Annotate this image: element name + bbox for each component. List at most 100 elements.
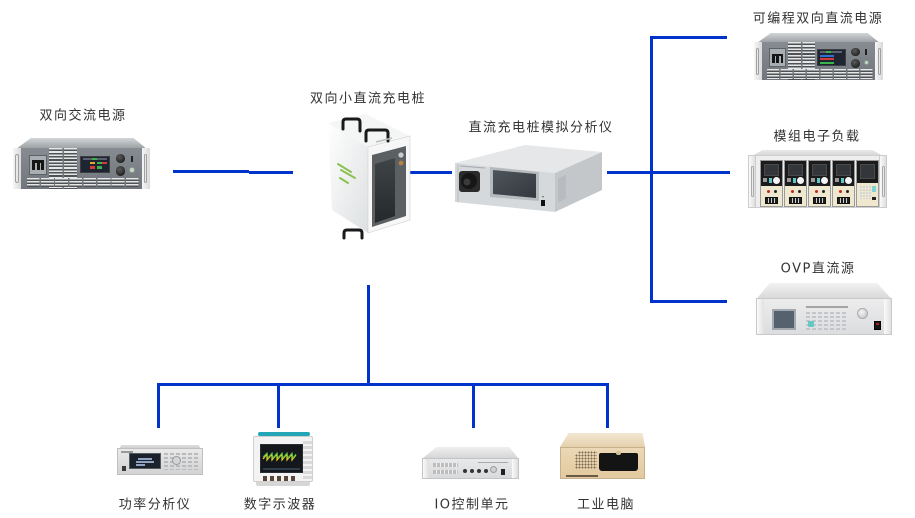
keypad — [806, 312, 848, 330]
terminal-positive — [767, 190, 770, 193]
scope-body — [253, 436, 313, 482]
model-text-line — [478, 462, 508, 463]
rack-ear-left — [423, 459, 429, 478]
knob — [773, 177, 780, 184]
pile-handle — [342, 228, 364, 240]
terminal-negative — [798, 190, 801, 193]
display-screen — [80, 155, 111, 174]
analyzer-side-face — [555, 152, 602, 212]
breaker-switch — [776, 54, 780, 63]
terminal-negative — [774, 190, 777, 193]
breaker-panel — [29, 154, 48, 176]
probe-input — [277, 476, 281, 481]
display-screen — [817, 49, 846, 66]
screen-line — [136, 461, 154, 463]
programmable-dc-source-icon — [754, 33, 883, 80]
power-switch-mark — [542, 196, 544, 198]
load-module — [760, 160, 783, 207]
module-button — [787, 178, 791, 182]
screen-bar — [89, 162, 95, 165]
carry-handle — [258, 432, 310, 436]
module-panel — [857, 161, 878, 183]
connector-ac-to-pile-b — [249, 171, 293, 174]
probe-input — [270, 476, 274, 481]
screen-bar — [820, 61, 834, 64]
device-lid — [752, 150, 883, 156]
electronic-load-icon — [748, 150, 887, 208]
pile-side-face — [328, 123, 368, 233]
screen-bar — [820, 58, 834, 61]
industrial-pc-icon — [560, 433, 645, 479]
label-ac-source: 双向交流电源 — [39, 108, 127, 124]
module-button — [811, 178, 815, 182]
rack-ear-left — [13, 148, 22, 189]
label-power-analyzer: 功率分析仪 — [118, 497, 192, 513]
brand-tag — [121, 451, 133, 453]
drop-io-unit — [472, 383, 475, 428]
pile-logo — [337, 163, 356, 184]
connector-analyzer-to-bus — [607, 171, 730, 174]
screen-bar — [102, 162, 108, 165]
device-lid — [757, 33, 880, 43]
io-control-unit-icon — [422, 447, 519, 479]
pile-front-slot — [375, 158, 395, 223]
right-bus-vertical — [650, 36, 653, 303]
terminal-panel — [785, 186, 806, 206]
model-text-line — [806, 306, 848, 308]
module-screen — [788, 164, 803, 176]
power-switch — [541, 200, 545, 206]
terminal-negative — [846, 190, 849, 193]
terminal-block — [765, 197, 778, 204]
waveform — [262, 451, 300, 470]
power-switch-mark — [876, 323, 879, 325]
knob — [850, 58, 860, 68]
rack-ear-left — [757, 299, 764, 334]
display-screen — [260, 444, 303, 473]
connector-bus-to-ovp — [650, 300, 727, 303]
rack-ear-left — [748, 155, 756, 208]
display-screen — [493, 170, 536, 198]
keypad-panel — [857, 183, 878, 206]
drop-power-analyzer — [157, 383, 160, 428]
module-button — [763, 178, 767, 182]
screen-bar — [91, 157, 98, 161]
ear-slot — [15, 153, 19, 184]
device-front-panel — [117, 448, 203, 475]
pile-indicator — [398, 152, 404, 158]
breaker-switch — [41, 161, 45, 171]
bottom-bus-horizontal — [157, 383, 609, 386]
load-module — [784, 160, 807, 207]
connector-bus-to-prog-dc — [650, 36, 727, 39]
pile-indicator — [398, 160, 404, 166]
power-button — [863, 59, 869, 65]
device-front-panel — [560, 447, 645, 479]
device-lid — [560, 433, 645, 447]
analyzer-top-face — [455, 145, 602, 173]
drive-bay-window — [599, 453, 638, 471]
load-module — [832, 160, 855, 207]
power-button — [122, 466, 126, 471]
ear-slot — [882, 166, 885, 197]
drop-industrial-pc — [606, 383, 609, 428]
indicator-row — [433, 463, 458, 467]
device-front-panel — [13, 148, 150, 189]
screen-line — [136, 464, 145, 466]
io-button — [463, 469, 467, 473]
module-panel — [833, 161, 854, 186]
ear-slot — [877, 47, 881, 75]
knob — [115, 153, 126, 164]
screen-bar — [89, 166, 95, 169]
terminal-block — [813, 197, 826, 204]
module-button — [872, 186, 876, 192]
oscilloscope-icon — [252, 431, 314, 488]
display-screen — [772, 309, 796, 330]
terminal-positive — [815, 190, 818, 193]
label-io-unit: IO控制单元 — [434, 497, 510, 513]
breaker-panel — [769, 48, 787, 68]
terminal-panel — [833, 186, 854, 206]
terminal-block — [789, 197, 802, 204]
device-front-panel — [754, 42, 883, 80]
rack-ear-right — [879, 155, 887, 208]
module-panel — [809, 161, 830, 186]
load-module — [808, 160, 831, 207]
